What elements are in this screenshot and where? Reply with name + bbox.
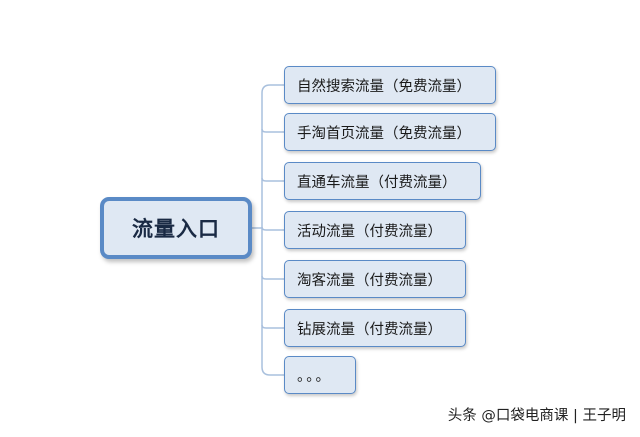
branch-node-ellipsis: 。。。 — [284, 356, 356, 394]
connector-branch-2 — [261, 128, 284, 133]
connector-branch-5 — [261, 275, 284, 280]
watermark-text: 头条 @口袋电商课 | 王子明 — [447, 408, 626, 424]
branch-node-homepage: 手淘首页流量（免费流量） — [284, 113, 496, 151]
connector-spine — [261, 84, 271, 376]
connector-branch-3 — [261, 177, 284, 182]
branch-node-through-train: 直通车流量（付费流量） — [284, 162, 481, 200]
branch-node-diamond-booth: 钻展流量（付费流量） — [284, 309, 466, 347]
connector-branch-6 — [261, 324, 284, 329]
branch-node-natural-search: 自然搜索流量（免费流量） — [284, 66, 496, 104]
connector-branch-4 — [261, 226, 284, 231]
central-node-traffic-entry: 流量入口 — [100, 197, 252, 259]
branch-node-taoke: 淘客流量（付费流量） — [284, 260, 466, 298]
branch-node-activity: 活动流量（付费流量） — [284, 211, 466, 249]
